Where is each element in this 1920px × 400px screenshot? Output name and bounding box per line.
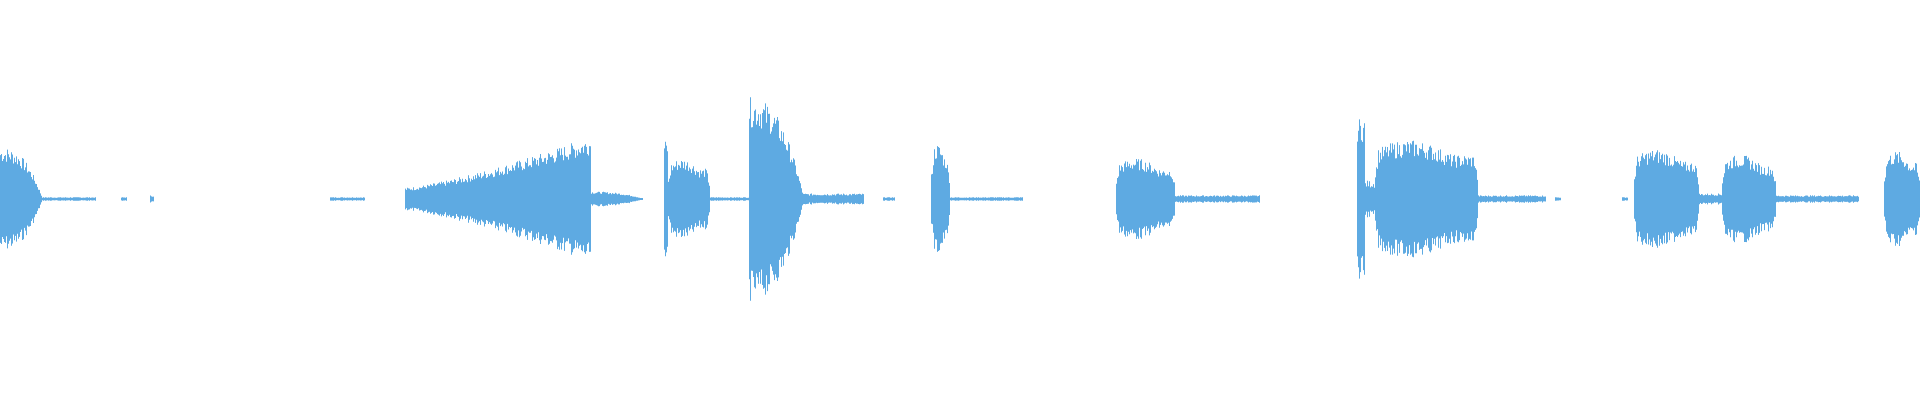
waveform-burst xyxy=(883,197,895,201)
waveform-segment xyxy=(1116,159,1175,239)
waveform-segment xyxy=(1555,197,1561,201)
waveform-segment xyxy=(1722,155,1776,243)
waveform-burst xyxy=(1357,119,1365,279)
waveform-burst xyxy=(664,141,668,257)
waveform-burst xyxy=(710,197,749,201)
waveform-burst xyxy=(668,161,710,237)
waveform-segment xyxy=(1365,180,1375,218)
waveform-burst xyxy=(1478,195,1546,203)
waveform-burst xyxy=(591,191,643,207)
waveform-segment xyxy=(1884,152,1920,246)
waveform-burst xyxy=(42,197,96,201)
waveform-segment xyxy=(405,143,591,255)
waveform-burst xyxy=(803,193,864,205)
waveform-segment xyxy=(883,197,895,201)
waveform-segment xyxy=(931,146,950,252)
waveform-segment xyxy=(1375,140,1478,258)
waveform-burst xyxy=(405,143,591,255)
waveform-burst xyxy=(749,97,803,301)
waveform-burst xyxy=(150,195,154,203)
waveform-segment xyxy=(664,141,668,257)
waveform-burst xyxy=(121,197,127,201)
waveform-burst xyxy=(1884,152,1920,246)
waveform-burst xyxy=(1375,140,1478,258)
waveform-burst xyxy=(1175,195,1260,203)
waveform-segment xyxy=(591,191,643,207)
waveform-burst xyxy=(1699,193,1722,205)
waveform-segment xyxy=(1634,150,1699,248)
waveform-segment xyxy=(1478,195,1546,203)
waveform-segment xyxy=(42,197,96,201)
waveform-segment xyxy=(803,193,864,205)
waveform-segment xyxy=(330,197,365,201)
waveform-burst xyxy=(330,197,365,201)
waveform-segment xyxy=(1175,195,1260,203)
waveform-burst xyxy=(1776,195,1859,203)
waveform-segment xyxy=(1357,119,1365,279)
waveform-burst xyxy=(1555,197,1561,201)
waveform-burst xyxy=(931,146,950,252)
waveform-segment xyxy=(0,149,42,249)
waveform-segment xyxy=(1776,195,1859,203)
waveform-burst xyxy=(1365,180,1375,218)
waveform-burst xyxy=(1622,197,1628,201)
waveform-burst xyxy=(1722,155,1776,243)
waveform-segment xyxy=(1699,193,1722,205)
waveform-segment xyxy=(710,197,749,201)
waveform-segment xyxy=(1622,197,1628,201)
waveform-segment xyxy=(749,97,803,301)
waveform-segment xyxy=(668,161,710,237)
waveform-burst xyxy=(1634,150,1699,248)
waveform-segment xyxy=(121,197,127,201)
waveform-burst xyxy=(950,197,1023,201)
waveform-segment xyxy=(150,195,154,203)
waveform-burst xyxy=(0,149,42,249)
waveform-burst xyxy=(1116,159,1175,239)
waveform-segment xyxy=(950,197,1023,201)
